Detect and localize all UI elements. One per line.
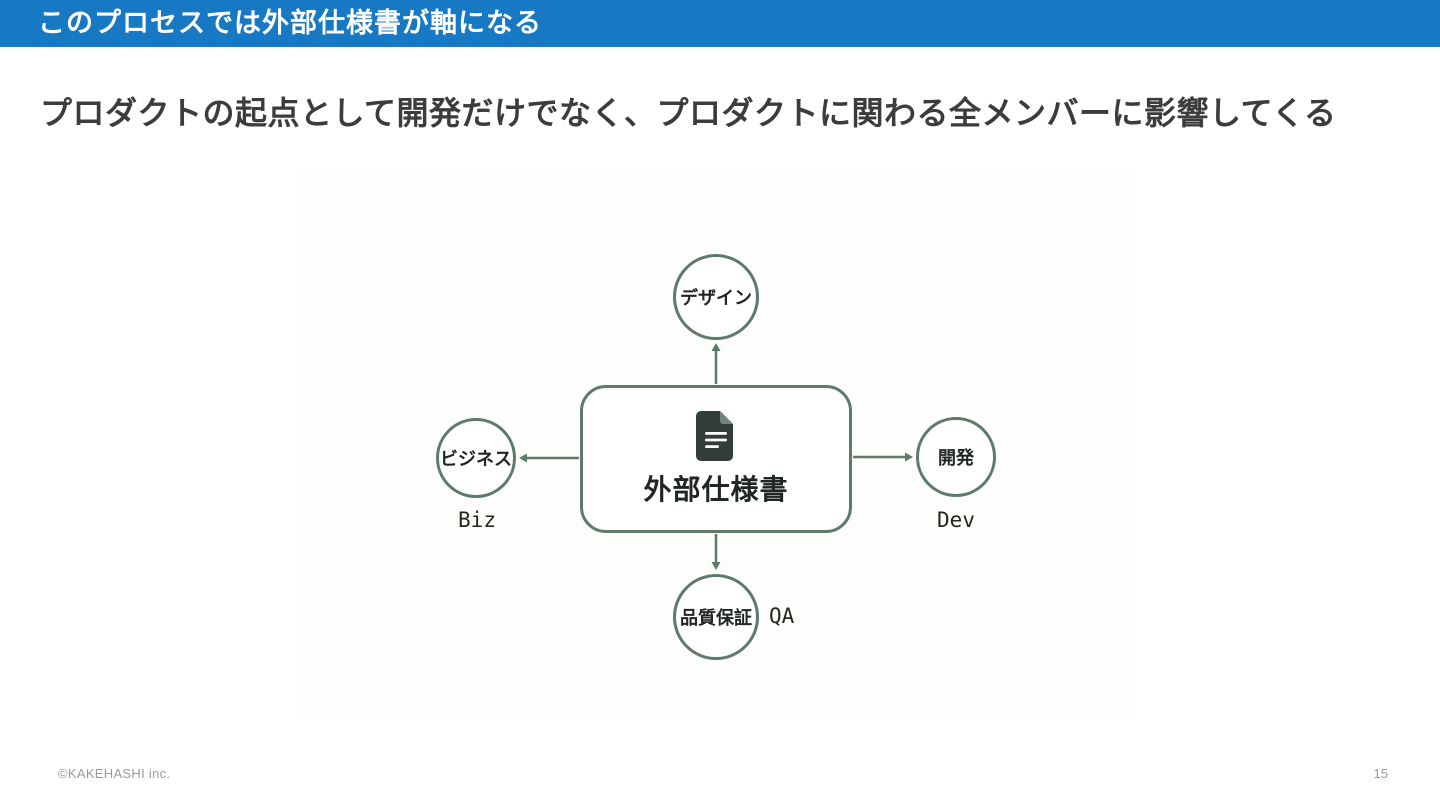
node-qa-sublabel: QA xyxy=(769,604,795,628)
footer-page-number: 15 xyxy=(1373,766,1388,781)
node-dev: 開発 xyxy=(916,417,996,497)
center-node-label: 外部仕様書 xyxy=(643,474,789,505)
hub-spoke-diagram: 外部仕様書 デザイン ビジネス 開発 品質保証 Biz Dev QA xyxy=(300,170,1130,720)
center-node-spec-document: 外部仕様書 xyxy=(580,385,852,533)
slide-header-bar: このプロセスでは外部仕様書が軸になる xyxy=(0,0,1440,47)
node-qa: 品質保証 xyxy=(673,574,759,660)
node-dev-sublabel: Dev xyxy=(937,508,975,532)
node-dev-label: 開発 xyxy=(938,448,974,468)
arrows-layer xyxy=(519,343,913,570)
slide-subtitle: プロダクトの起点として開発だけでなく、プロダクトに関わる全メンバーに影響してくる xyxy=(40,95,1337,131)
document-icon xyxy=(694,410,738,462)
node-qa-label: 品質保証 xyxy=(680,608,752,628)
node-business-sublabel: Biz xyxy=(458,508,496,532)
node-design-label: デザイン xyxy=(680,288,752,308)
node-business-label: ビジネス xyxy=(440,449,512,469)
slide-title: このプロセスでは外部仕様書が軸になる xyxy=(38,8,542,38)
node-design: デザイン xyxy=(673,254,759,340)
footer-copyright: ©KAKEHASHI inc. xyxy=(58,766,171,781)
node-business: ビジネス xyxy=(436,418,516,498)
